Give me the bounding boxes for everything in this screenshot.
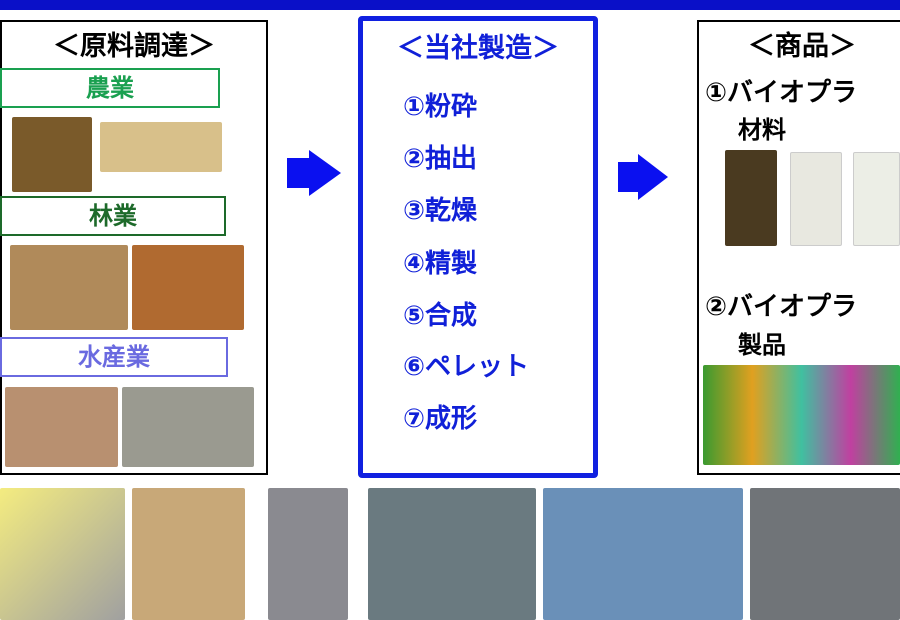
extraction-photo [132, 488, 245, 620]
manufacturing-title: ＜当社製造＞ [397, 33, 559, 64]
arrow-right-icon [618, 162, 638, 192]
wood-chips-photo [132, 245, 244, 330]
fishery-label: 水産業 [0, 337, 228, 377]
agri-chips-photo [12, 117, 92, 192]
step-item: ⑥ペレット [403, 352, 530, 382]
logs-photo [10, 245, 128, 330]
agriculture-label: 農業 [0, 68, 220, 108]
step-item: ④精製 [403, 249, 478, 279]
product1-label: ①バイオプラ [705, 78, 858, 108]
pellet-machine-photo [543, 488, 743, 620]
dryer-photo [268, 488, 348, 620]
straw-photo [100, 122, 222, 172]
arrow-head-icon [638, 154, 668, 200]
sourcing-title: ＜原料調達＞ [53, 31, 215, 62]
forestry-label: 林業 [0, 196, 226, 236]
sourcing-panel [0, 20, 268, 475]
material-bag-photo [790, 152, 842, 246]
products-panel [697, 20, 900, 475]
material-bag-photo [853, 152, 900, 246]
purification-photo [368, 488, 536, 620]
product2-label: ②バイオプラ [705, 292, 858, 322]
step-item: ⑦成形 [403, 404, 478, 434]
product2-sublabel: 製品 [738, 331, 786, 359]
material-bag-photo [725, 150, 777, 246]
cups-photo [703, 365, 900, 465]
arrow-right-icon [287, 158, 309, 188]
crusher-photo [0, 488, 125, 620]
molding-machine-photo [750, 488, 900, 620]
step-item: ②抽出 [403, 144, 478, 174]
arrow-head-icon [309, 150, 341, 196]
step-item: ⑤合成 [403, 301, 478, 331]
step-item: ①粉砕 [403, 92, 478, 122]
step-item: ③乾燥 [403, 196, 478, 226]
products-title: ＜商品＞ [748, 31, 856, 62]
manufacturing-panel [358, 16, 598, 478]
product1-sublabel: 材料 [738, 116, 786, 144]
title-banner [0, 0, 900, 10]
scallops-photo [5, 387, 118, 467]
oyster-photo [122, 387, 254, 467]
